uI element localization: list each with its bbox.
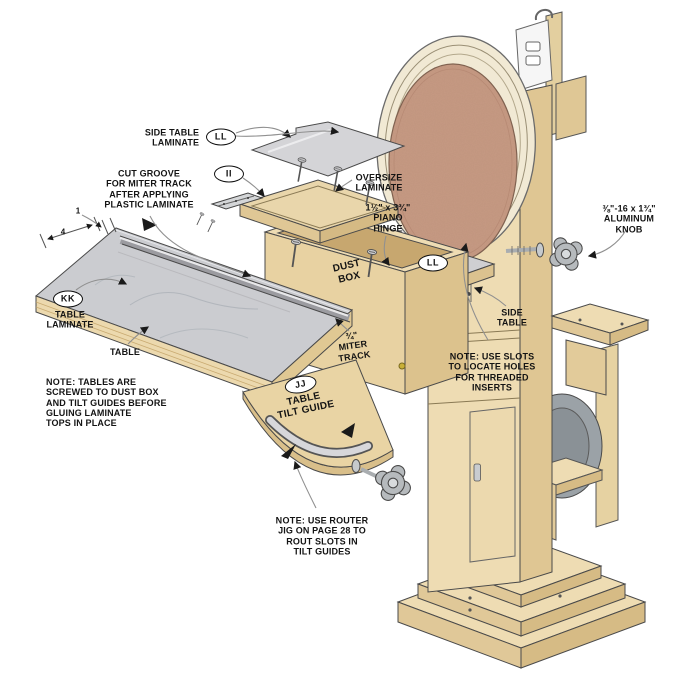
toggle-clamp xyxy=(515,9,554,99)
leader-oversize-blank xyxy=(242,177,265,197)
oversize-blank xyxy=(238,179,400,244)
right-shelf xyxy=(550,303,650,396)
tilt-guide-knob xyxy=(351,459,413,503)
leader-table xyxy=(127,326,150,345)
leader-miter-track xyxy=(335,318,350,332)
leader-aluminum-knob xyxy=(587,229,627,259)
piano-hinge-part xyxy=(210,192,264,210)
screw-icon xyxy=(205,218,216,234)
dimension-marks xyxy=(39,214,157,249)
leader-note-router xyxy=(293,460,317,509)
leader-cut-groove xyxy=(149,215,252,278)
leader-side-table xyxy=(473,286,507,307)
aluminum-knob-right xyxy=(505,235,585,273)
side-table-laminate-sheet xyxy=(250,121,406,177)
leader-oversize-laminate xyxy=(335,179,353,192)
leader-piano-hinge xyxy=(381,235,390,267)
leader-note-slots xyxy=(460,242,489,341)
sanding-disc xyxy=(388,63,518,263)
leader-side-table-laminate-b xyxy=(235,126,340,137)
leader-side-table-laminate-a xyxy=(235,126,291,138)
tilt-guide xyxy=(242,359,394,476)
leader-table-laminate xyxy=(75,277,128,291)
screw-icon xyxy=(194,211,205,227)
leader-lines xyxy=(75,126,627,509)
